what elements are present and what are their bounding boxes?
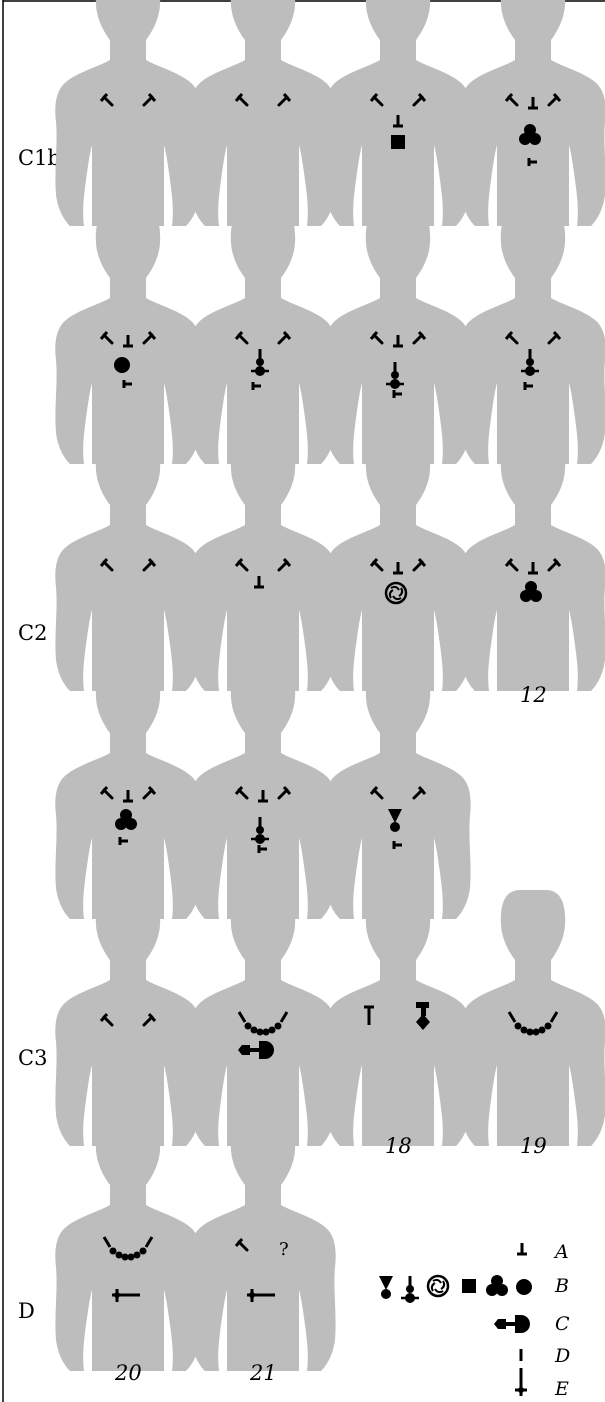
legend-symbol-c [494, 1315, 530, 1333]
funnel-pendant-icon [379, 1276, 393, 1299]
figure-20 [55, 1115, 200, 1371]
legend-symbol-e [515, 1368, 527, 1396]
legend-label-a: A [553, 1241, 569, 1263]
legend: A B C D [379, 1241, 570, 1400]
figure-3 [325, 0, 470, 226]
trefoil-icon [486, 1275, 508, 1296]
figure-17 [190, 890, 335, 1146]
pendant-icon [401, 1276, 419, 1303]
figure-21: ? [190, 1115, 335, 1371]
figure-18 [325, 890, 470, 1146]
figure-number-21: 21 [249, 1361, 277, 1385]
unknown-mark: ? [279, 1239, 289, 1260]
figure-8 [460, 208, 605, 464]
figure-number-19: 19 [520, 1134, 547, 1158]
legend-label-d: D [554, 1345, 570, 1367]
legend-label-e: E [554, 1378, 569, 1400]
figure-number-20: 20 [114, 1361, 142, 1385]
legend-symbol-b [379, 1275, 532, 1303]
disc-icon [114, 357, 130, 373]
figure-12 [460, 435, 605, 691]
square-pendant-icon [391, 135, 405, 149]
figure-9 [55, 435, 200, 691]
silhouette [55, 0, 200, 226]
figure-number-18: 18 [385, 1134, 412, 1158]
figure-6 [190, 208, 335, 464]
figure-15 [325, 663, 470, 919]
figure-7 [325, 208, 470, 464]
spiral-disc-icon [428, 1276, 448, 1296]
group-label-c2: C2 [18, 621, 47, 645]
group-label-c3: C3 [18, 1046, 47, 1070]
legend-label-b: B [554, 1275, 569, 1297]
figure-19 [460, 890, 605, 1146]
square-pendant-icon [462, 1279, 476, 1293]
figure-16 [55, 890, 200, 1146]
figure-1 [55, 0, 200, 226]
figure-10 [190, 435, 335, 691]
figure-5 [55, 208, 200, 464]
figure-4 [460, 0, 605, 226]
figure-14 [190, 663, 335, 919]
figure-number-12: 12 [520, 683, 547, 707]
figure-11 [325, 435, 470, 691]
group-label-d: D [18, 1299, 35, 1323]
legend-label-c: C [555, 1313, 570, 1335]
disc-icon [516, 1279, 532, 1295]
figure-2 [190, 0, 335, 226]
group-label-c1b: C1b [18, 146, 61, 170]
legend-symbol-a [517, 1243, 527, 1254]
figure-13 [55, 663, 200, 919]
